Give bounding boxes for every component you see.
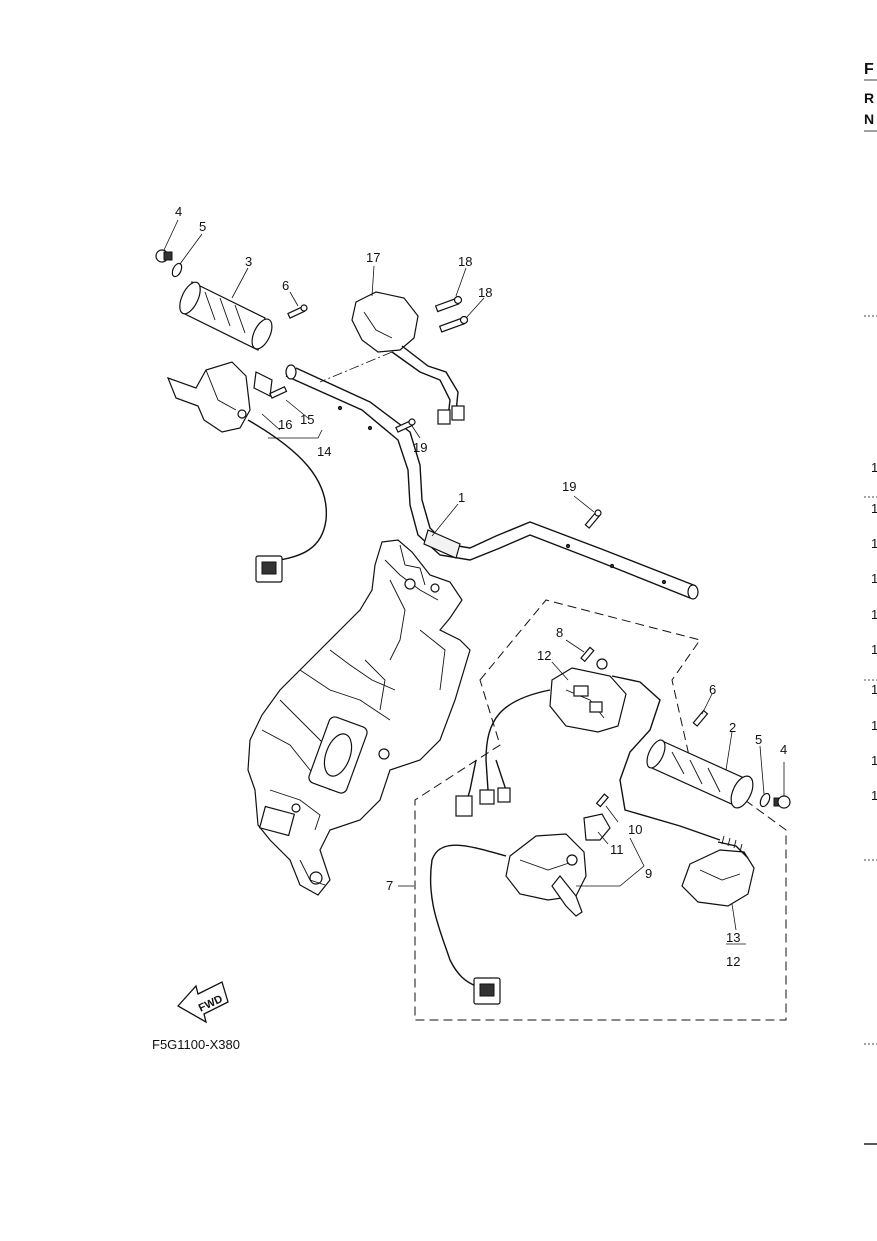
callout-6-right: 6: [709, 682, 716, 697]
callout-5-top: 5: [199, 219, 206, 234]
fwd-arrow: FWD: [176, 981, 229, 1024]
callout-19-a: 19: [413, 440, 427, 455]
clamp-11: [583, 813, 611, 841]
callout-14: 14: [317, 444, 331, 459]
callout-6-top: 6: [282, 278, 289, 293]
handlebar: [285, 364, 699, 600]
edge-number-10: 1: [871, 788, 877, 803]
switch-cover-13: [681, 835, 755, 907]
throttle-wire-harness: [455, 689, 551, 817]
leader-lines: [163, 219, 785, 945]
callout-16: 16: [278, 417, 292, 432]
handlebar-switch-9: [429, 833, 587, 1005]
right-edge-column: F R N 1 1 1 1 1 1 1 1 1 1: [864, 61, 877, 1145]
housing-screw-18a: [434, 295, 463, 313]
callouts: 4 5 3 6 17 18 18 15 16 14 19 19 1 8 12 6…: [175, 204, 787, 969]
throttle-switch-body-12: [549, 658, 721, 841]
callout-7: 7: [386, 878, 393, 893]
edge-number-1: 1: [871, 460, 877, 475]
callout-17: 17: [366, 250, 380, 265]
callout-18-a: 18: [458, 254, 472, 269]
edge-number-5: 1: [871, 607, 877, 622]
callout-12-a: 12: [537, 648, 551, 663]
left-washer: [171, 262, 183, 278]
right-grip: [646, 739, 754, 809]
callout-12-b: 12: [726, 954, 740, 969]
edge-number-2: 1: [871, 501, 877, 516]
edge-number-7: 1: [871, 682, 877, 697]
callout-15: 15: [300, 412, 314, 427]
edge-number-6: 1: [871, 642, 877, 657]
callout-8: 8: [556, 625, 563, 640]
edge-letter-f: F: [864, 61, 874, 78]
bar-screw-19a: [395, 418, 416, 433]
assembly-7-boundary: [414, 599, 787, 1021]
callout-2: 2: [729, 720, 736, 735]
throttle-housing-17: [319, 291, 465, 425]
callout-18-b: 18: [478, 285, 492, 300]
left-switch-screw: [269, 386, 288, 399]
right-washer: [759, 792, 771, 808]
callout-19-b: 19: [562, 479, 576, 494]
callout-1: 1: [458, 490, 465, 505]
edge-letter-n: N: [864, 111, 874, 127]
edge-letter-r: R: [864, 90, 874, 106]
edge-number-3: 1: [871, 536, 877, 551]
edge-number-9: 1: [871, 753, 877, 768]
callout-4-right: 4: [780, 742, 787, 757]
callout-9: 9: [645, 866, 652, 881]
right-screw-6: [692, 709, 709, 727]
throttle-screw-8: [580, 646, 595, 663]
callout-4-top: 4: [175, 204, 182, 219]
edge-number-4: 1: [871, 571, 877, 586]
left-screw-6: [287, 304, 308, 319]
callout-3: 3: [245, 254, 252, 269]
edge-number-8: 1: [871, 718, 877, 733]
callout-10: 10: [628, 822, 642, 837]
callout-13: 13: [726, 930, 740, 945]
screw-10: [595, 793, 610, 808]
left-bar-end-weight: [155, 249, 173, 263]
frame-steering-head: [247, 539, 471, 896]
figure-code: F5G1100-X380: [152, 1037, 240, 1052]
left-handlebar-switch: [166, 361, 327, 583]
housing-screw-18b: [438, 315, 469, 333]
callout-11: 11: [610, 842, 624, 857]
bar-screw-19b: [584, 509, 602, 529]
left-grip: [179, 281, 273, 351]
callout-5-right: 5: [755, 732, 762, 747]
right-bar-end-weight: [773, 795, 791, 809]
